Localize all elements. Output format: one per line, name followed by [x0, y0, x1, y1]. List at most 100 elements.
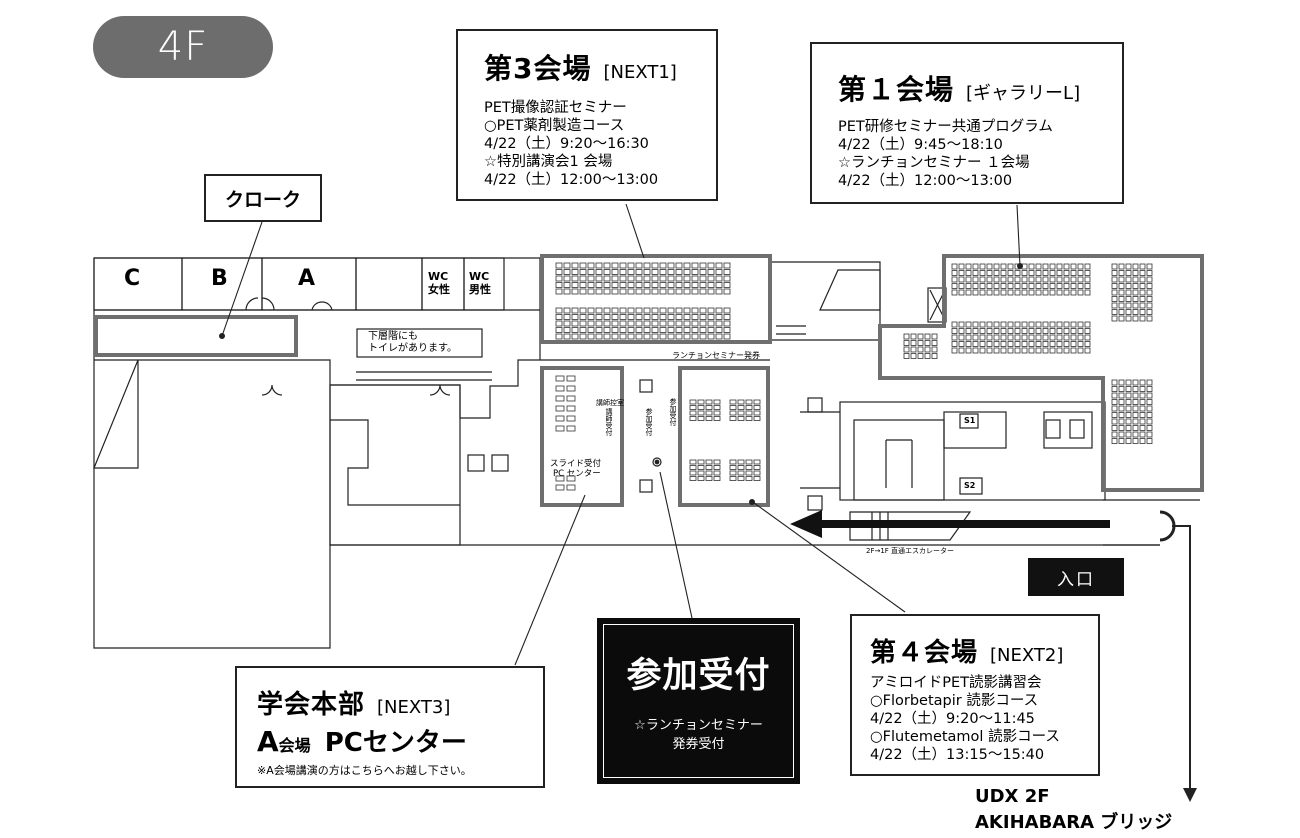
seat: [595, 282, 603, 288]
seat: [675, 275, 683, 282]
seat: [1035, 283, 1042, 289]
seat: [563, 314, 571, 320]
seat: [753, 405, 761, 410]
seat: [1132, 263, 1139, 270]
seat: [1132, 418, 1139, 425]
seat: [1084, 341, 1091, 347]
seat: [643, 269, 651, 275]
seat: [737, 470, 745, 476]
seat: [1125, 289, 1132, 296]
seat: [1056, 341, 1063, 347]
seat: [1111, 302, 1118, 309]
seat: [635, 327, 643, 333]
seat: [972, 270, 979, 276]
seat: [683, 282, 691, 288]
reception-left-label: 参加受付: [645, 408, 653, 436]
seat: [965, 263, 972, 270]
seat: [723, 282, 731, 288]
seat: [1042, 328, 1049, 334]
seat: [1132, 276, 1139, 283]
seat: [1146, 309, 1153, 315]
seat: [1077, 341, 1084, 347]
seat: [1084, 263, 1091, 270]
seat: [571, 314, 579, 320]
seat: [579, 269, 587, 275]
seat: [619, 262, 627, 269]
seat: [993, 263, 1000, 270]
seat: [979, 289, 986, 296]
seat: [1014, 347, 1021, 354]
seat: [1000, 328, 1007, 334]
seat: [1042, 276, 1049, 283]
room-a-label: A: [298, 266, 316, 291]
seat: [705, 470, 713, 476]
seat: [1125, 296, 1132, 302]
seat: [643, 320, 651, 327]
venue1-line: ☆ランチョンセミナー １会場: [838, 155, 1030, 171]
seat: [1132, 431, 1139, 438]
seat: [931, 353, 938, 359]
seat: [951, 263, 958, 270]
seat: [555, 425, 565, 432]
seat: [555, 484, 565, 491]
seat: [651, 333, 659, 340]
seat: [571, 320, 579, 327]
seat: [619, 333, 627, 340]
seat: [571, 333, 579, 340]
seat: [1014, 289, 1021, 296]
seat: [566, 395, 576, 402]
seat: [689, 476, 697, 481]
seat: [1007, 347, 1014, 354]
seat: [566, 375, 576, 382]
seat: [993, 334, 1000, 341]
venue1-title: 第１会場: [838, 73, 955, 106]
seat: [1132, 283, 1139, 289]
seat: [979, 270, 986, 276]
seat: [1146, 386, 1153, 392]
seat: [697, 410, 705, 416]
seat: [1118, 431, 1125, 438]
seat: [691, 262, 699, 269]
seat: [611, 282, 619, 288]
seat: [1118, 399, 1125, 405]
seat: [705, 399, 713, 405]
seat: [705, 416, 713, 421]
seat: [737, 405, 745, 410]
seat: [707, 282, 715, 288]
seat: [903, 333, 910, 340]
seat: [603, 333, 611, 340]
seat: [1021, 270, 1028, 276]
seat: [689, 459, 697, 465]
seat: [667, 307, 675, 314]
seat: [1056, 276, 1063, 283]
seat: [723, 288, 731, 295]
seat: [1007, 321, 1014, 328]
seat: [555, 307, 563, 314]
seat: [659, 320, 667, 327]
seat: [683, 262, 691, 269]
seat: [651, 314, 659, 320]
seat: [587, 288, 595, 295]
seat: [691, 269, 699, 275]
seat: [1077, 276, 1084, 283]
seat: [707, 314, 715, 320]
seat: [715, 333, 723, 340]
seat: [1118, 392, 1125, 399]
seat: [1035, 289, 1042, 296]
seat: [619, 327, 627, 333]
seat: [699, 327, 707, 333]
seat: [563, 282, 571, 288]
seat: [1125, 438, 1132, 444]
seat: [1084, 334, 1091, 341]
seat: [1056, 328, 1063, 334]
seat: [1070, 328, 1077, 334]
venue3-title: 第3会場: [484, 52, 592, 85]
seat: [603, 269, 611, 275]
seat: [1035, 321, 1042, 328]
seat: [1132, 392, 1139, 399]
seat: [635, 275, 643, 282]
seat: [566, 475, 576, 482]
seat: [1139, 392, 1146, 399]
reception-line: ☆ランチョンセミナー: [634, 718, 763, 733]
seat: [659, 327, 667, 333]
